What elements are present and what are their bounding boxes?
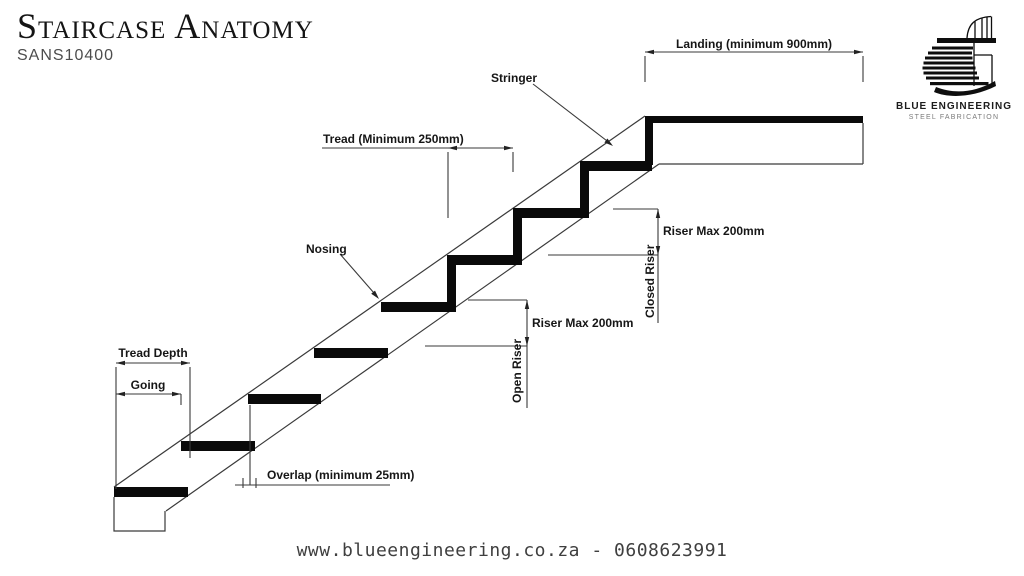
footer-contact: www.blueengineering.co.za - 0608623991 [296, 540, 728, 561]
stringer-leader-arrow [604, 138, 613, 146]
riser-5-6 [447, 255, 456, 312]
stringer-foot [113, 497, 166, 532]
tread-7 [513, 208, 583, 218]
dimension-lines [115, 51, 864, 489]
tread-depth-label: Tread Depth [118, 346, 188, 360]
tread-depth-dimension [115, 362, 191, 489]
stringer-lines [113, 115, 660, 532]
going-label: Going [130, 378, 166, 392]
logo-tagline: STEEL FABRICATION [908, 114, 1000, 121]
landing-surface [645, 116, 863, 123]
closed-riser-max-label: Riser Max 200mm [663, 224, 765, 238]
nosing-leader-arrow [371, 290, 379, 299]
tread-5 [381, 302, 455, 312]
page-title: Staircase Anatomy [17, 6, 314, 46]
landing-label: Landing (minimum 900mm) [675, 37, 833, 51]
page-subtitle: SANS10400 [17, 46, 115, 64]
leader-lines [339, 83, 613, 299]
treads [114, 161, 652, 497]
nosing-label: Nosing [306, 242, 347, 256]
tread-2 [181, 441, 255, 451]
landing-riser [645, 116, 653, 165]
going-dimension [116, 393, 182, 405]
open-riser-label: Open Riser [510, 338, 524, 403]
spiral-staircase-icon [922, 15, 996, 96]
logo-name: BLUE ENGINEERING [895, 101, 1012, 112]
closed-riser-dimension [548, 208, 659, 323]
open-riser-dimension [425, 299, 528, 408]
landing-dimension [644, 51, 864, 82]
tread-4 [314, 348, 388, 358]
riser-6-7 [513, 208, 522, 265]
tread-3 [248, 394, 321, 404]
closed-risers [447, 161, 589, 312]
header: Staircase Anatomy SANS10400 [17, 6, 314, 65]
dimension-arrows [116, 49, 863, 397]
overlap-label: Overlap (minimum 25mm) [267, 468, 415, 482]
tread-label: Tread (Minimum 250mm) [323, 132, 464, 146]
stringer-label: Stringer [491, 71, 538, 85]
landing-shape [645, 116, 864, 165]
tread-8 [580, 161, 652, 171]
riser-7-8 [580, 161, 589, 218]
overlap-dimension [235, 405, 390, 488]
nosing-leader [339, 253, 375, 294]
closed-riser-label: Closed Riser [643, 244, 657, 318]
tread-1 [114, 487, 188, 497]
tread-6 [447, 255, 517, 265]
stringer-leader [532, 83, 612, 145]
tread-dimension [322, 147, 514, 218]
company-logo: BLUE ENGINEERING STEEL FABRICATION [893, 5, 1015, 121]
open-riser-max-label: Riser Max 200mm [532, 316, 634, 330]
